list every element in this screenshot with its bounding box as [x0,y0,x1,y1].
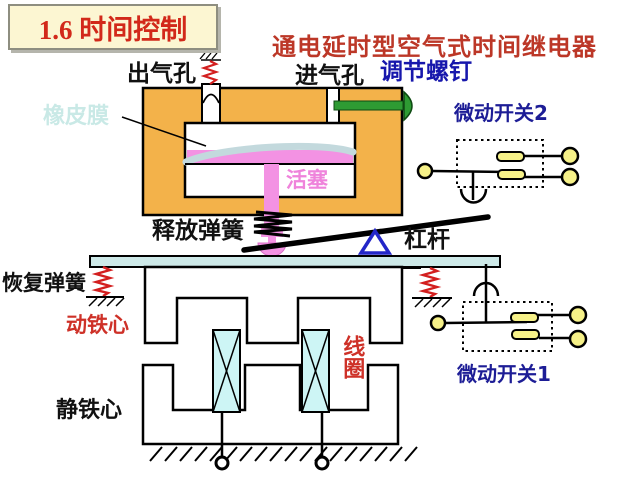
label-lever: 杠杆 [404,227,450,253]
electromagnet [141,265,418,471]
switch2-lower-contact-pad [497,169,526,180]
adjusting-screw [333,90,413,122]
air-outlet-tube [201,83,221,126]
label-adjusting-screw: 调节螺钉 [380,59,472,85]
fulcrum-triangle [357,227,393,255]
label-micro-switch-1: 微动开关1 [457,362,551,386]
static-iron-core [141,363,400,446]
switch2-moving-contact [431,169,508,174]
air-chamber [141,52,413,257]
label-air-outlet: 出气孔 [127,61,196,87]
label-release-spring: 释放弹簧 [152,218,244,244]
label-recovery-spring: 恢复弹簧 [2,271,86,295]
switch2-common-terminal [416,162,434,180]
lever-assembly [241,214,491,255]
switch2-upper-contact-pad [496,151,525,162]
subtitle: 通电延时型空气式时间继电器 [272,35,597,61]
coil-terminal-right [314,455,330,471]
label-micro-switch-2: 微动开关2 [454,101,548,125]
switch1-common-terminal [429,314,447,332]
outlet-valve-spring [199,52,221,85]
coil-left [212,329,241,413]
label-coil: 线圈 [339,335,365,379]
coil-terminal-left [214,455,230,471]
switch1-upper-terminal [568,305,588,325]
label-static-iron-core: 静铁心 [56,398,123,423]
membrane-pointer-line [121,116,207,147]
switch2-plunger-cup [459,188,488,204]
title-box: 1.6 时间控制 [8,4,218,50]
switch1-lower-terminal [568,329,588,349]
page-title: 1.6 时间控制 [38,14,188,45]
label-piston: 活塞 [286,168,328,192]
outlet-dome [202,93,220,104]
recovery-spring-right [392,266,452,308]
label-rubber-membrane: 橡皮膜 [43,104,110,129]
switch1-body [462,301,553,352]
armature-plate [89,255,501,268]
rubber-membrane [182,142,357,166]
moving-iron-core [143,265,404,345]
coil-right [301,329,330,413]
switch1-push-cap [472,281,500,297]
ground-hatching [149,446,418,462]
label-air-inlet: 进气孔 [295,63,364,89]
switch1-lower-contact-pad [511,329,540,340]
switch2-lower-terminal [560,167,580,187]
micro-switch-1 [429,264,588,352]
switch2-body [456,139,544,188]
rod-stem [268,237,276,244]
release-spring-coil [253,210,293,238]
lever-bar [241,214,491,253]
label-moving-iron-core: 动铁心 [66,313,129,337]
micro-switch-2 [416,139,580,204]
switch2-upper-terminal [560,146,580,166]
switch1-upper-contact-pad [510,312,539,323]
recovery-spring-left [86,265,125,307]
